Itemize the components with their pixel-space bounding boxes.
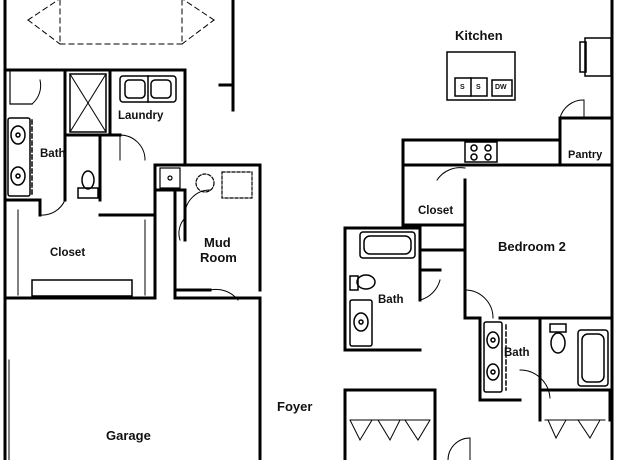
room-label-garage: Garage [106,428,151,443]
kitchen-walls [401,0,614,460]
left-bath-fixtures [7,71,107,199]
room-label-bath-left: Bath [40,148,66,160]
room-label-pantry: Pantry [568,149,603,161]
middle-bath-walls [343,226,422,352]
room-label-closet-right: Closet [418,205,454,217]
foyer-closet-walls [343,388,612,460]
top-bay [3,0,235,112]
bedroom-door-swing [464,289,494,319]
room-label-foyer: Foyer [277,399,313,414]
closet-door-swing [436,167,466,181]
mud-room-walls [153,163,262,300]
sink-label-b: S [476,84,481,91]
closet-bifold-doors [349,419,606,460]
kitchen-fixtures [446,37,612,163]
room-label-bath-right: Bath [504,347,530,359]
room-label-bedroom-2: Bedroom 2 [498,239,566,254]
mud-room-fixtures [159,167,253,301]
middle-bath-fixtures [349,231,441,347]
left-wing-walls [3,68,235,300]
left-closet-shelf [17,199,146,297]
room-label-mud-line1: Mud [204,235,231,250]
room-label-laundry: Laundry [118,110,164,122]
laundry-fixtures [119,75,177,161]
garage-walls [3,296,262,460]
sink-label-a: S [460,84,465,91]
bedroom-walls [401,163,614,320]
room-label-kitchen: Kitchen [455,28,503,43]
room-label-closet-left: Closet [50,247,86,259]
room-label-bath-middle: Bath [378,294,404,306]
right-bath-fixtures [483,321,609,399]
dishwasher-label: DW [495,84,507,91]
room-label-mud-line2: Room [200,250,237,265]
